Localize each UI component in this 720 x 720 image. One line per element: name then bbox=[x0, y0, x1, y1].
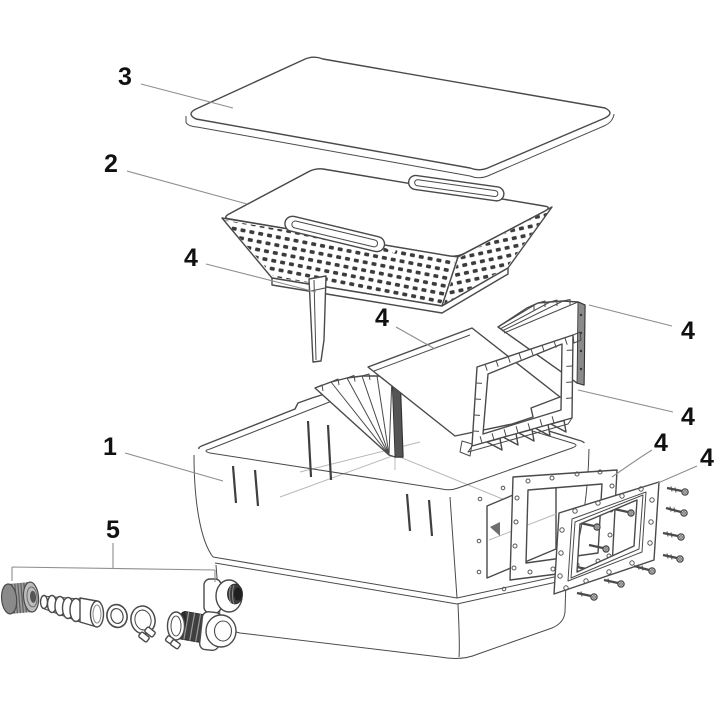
callout-screws: 4 bbox=[700, 444, 714, 472]
faceplate-part bbox=[553, 481, 660, 595]
hose-clamp bbox=[130, 605, 156, 643]
tank-part bbox=[193, 379, 590, 659]
knurled-nut bbox=[0, 581, 40, 615]
brush-fan-left bbox=[314, 373, 404, 458]
callout-labels: 3 2 4 4 4 4 1 4 4 5 bbox=[103, 63, 714, 544]
lid-part bbox=[185, 56, 615, 179]
leader-lines bbox=[11, 83, 698, 582]
basket-part bbox=[221, 168, 553, 314]
basket-handle-front bbox=[284, 215, 386, 253]
barbed-adapter bbox=[39, 594, 105, 628]
callout-lid: 3 bbox=[118, 63, 132, 91]
callout-fittings: 5 bbox=[106, 516, 120, 544]
callout-fan: 4 bbox=[681, 317, 695, 345]
elbow-fitting-lower bbox=[164, 611, 237, 652]
o-ring bbox=[106, 603, 128, 629]
weir-panel-part bbox=[367, 327, 561, 437]
callout-panel: 4 bbox=[375, 304, 389, 332]
clip-fitting-upper bbox=[203, 578, 243, 614]
basket-handle-back bbox=[407, 174, 505, 202]
callout-basket: 2 bbox=[104, 150, 118, 178]
callout-wedge: 4 bbox=[184, 244, 198, 272]
callout-tank: 1 bbox=[103, 433, 117, 461]
callout-frame: 4 bbox=[681, 403, 695, 431]
hose-fittings-part bbox=[0, 578, 243, 652]
weir-frame-part bbox=[459, 331, 582, 457]
callout-gasket: 4 bbox=[654, 429, 668, 457]
screws-outer bbox=[576, 486, 689, 601]
screws-inner bbox=[576, 507, 635, 575]
wedge-part bbox=[308, 275, 327, 363]
